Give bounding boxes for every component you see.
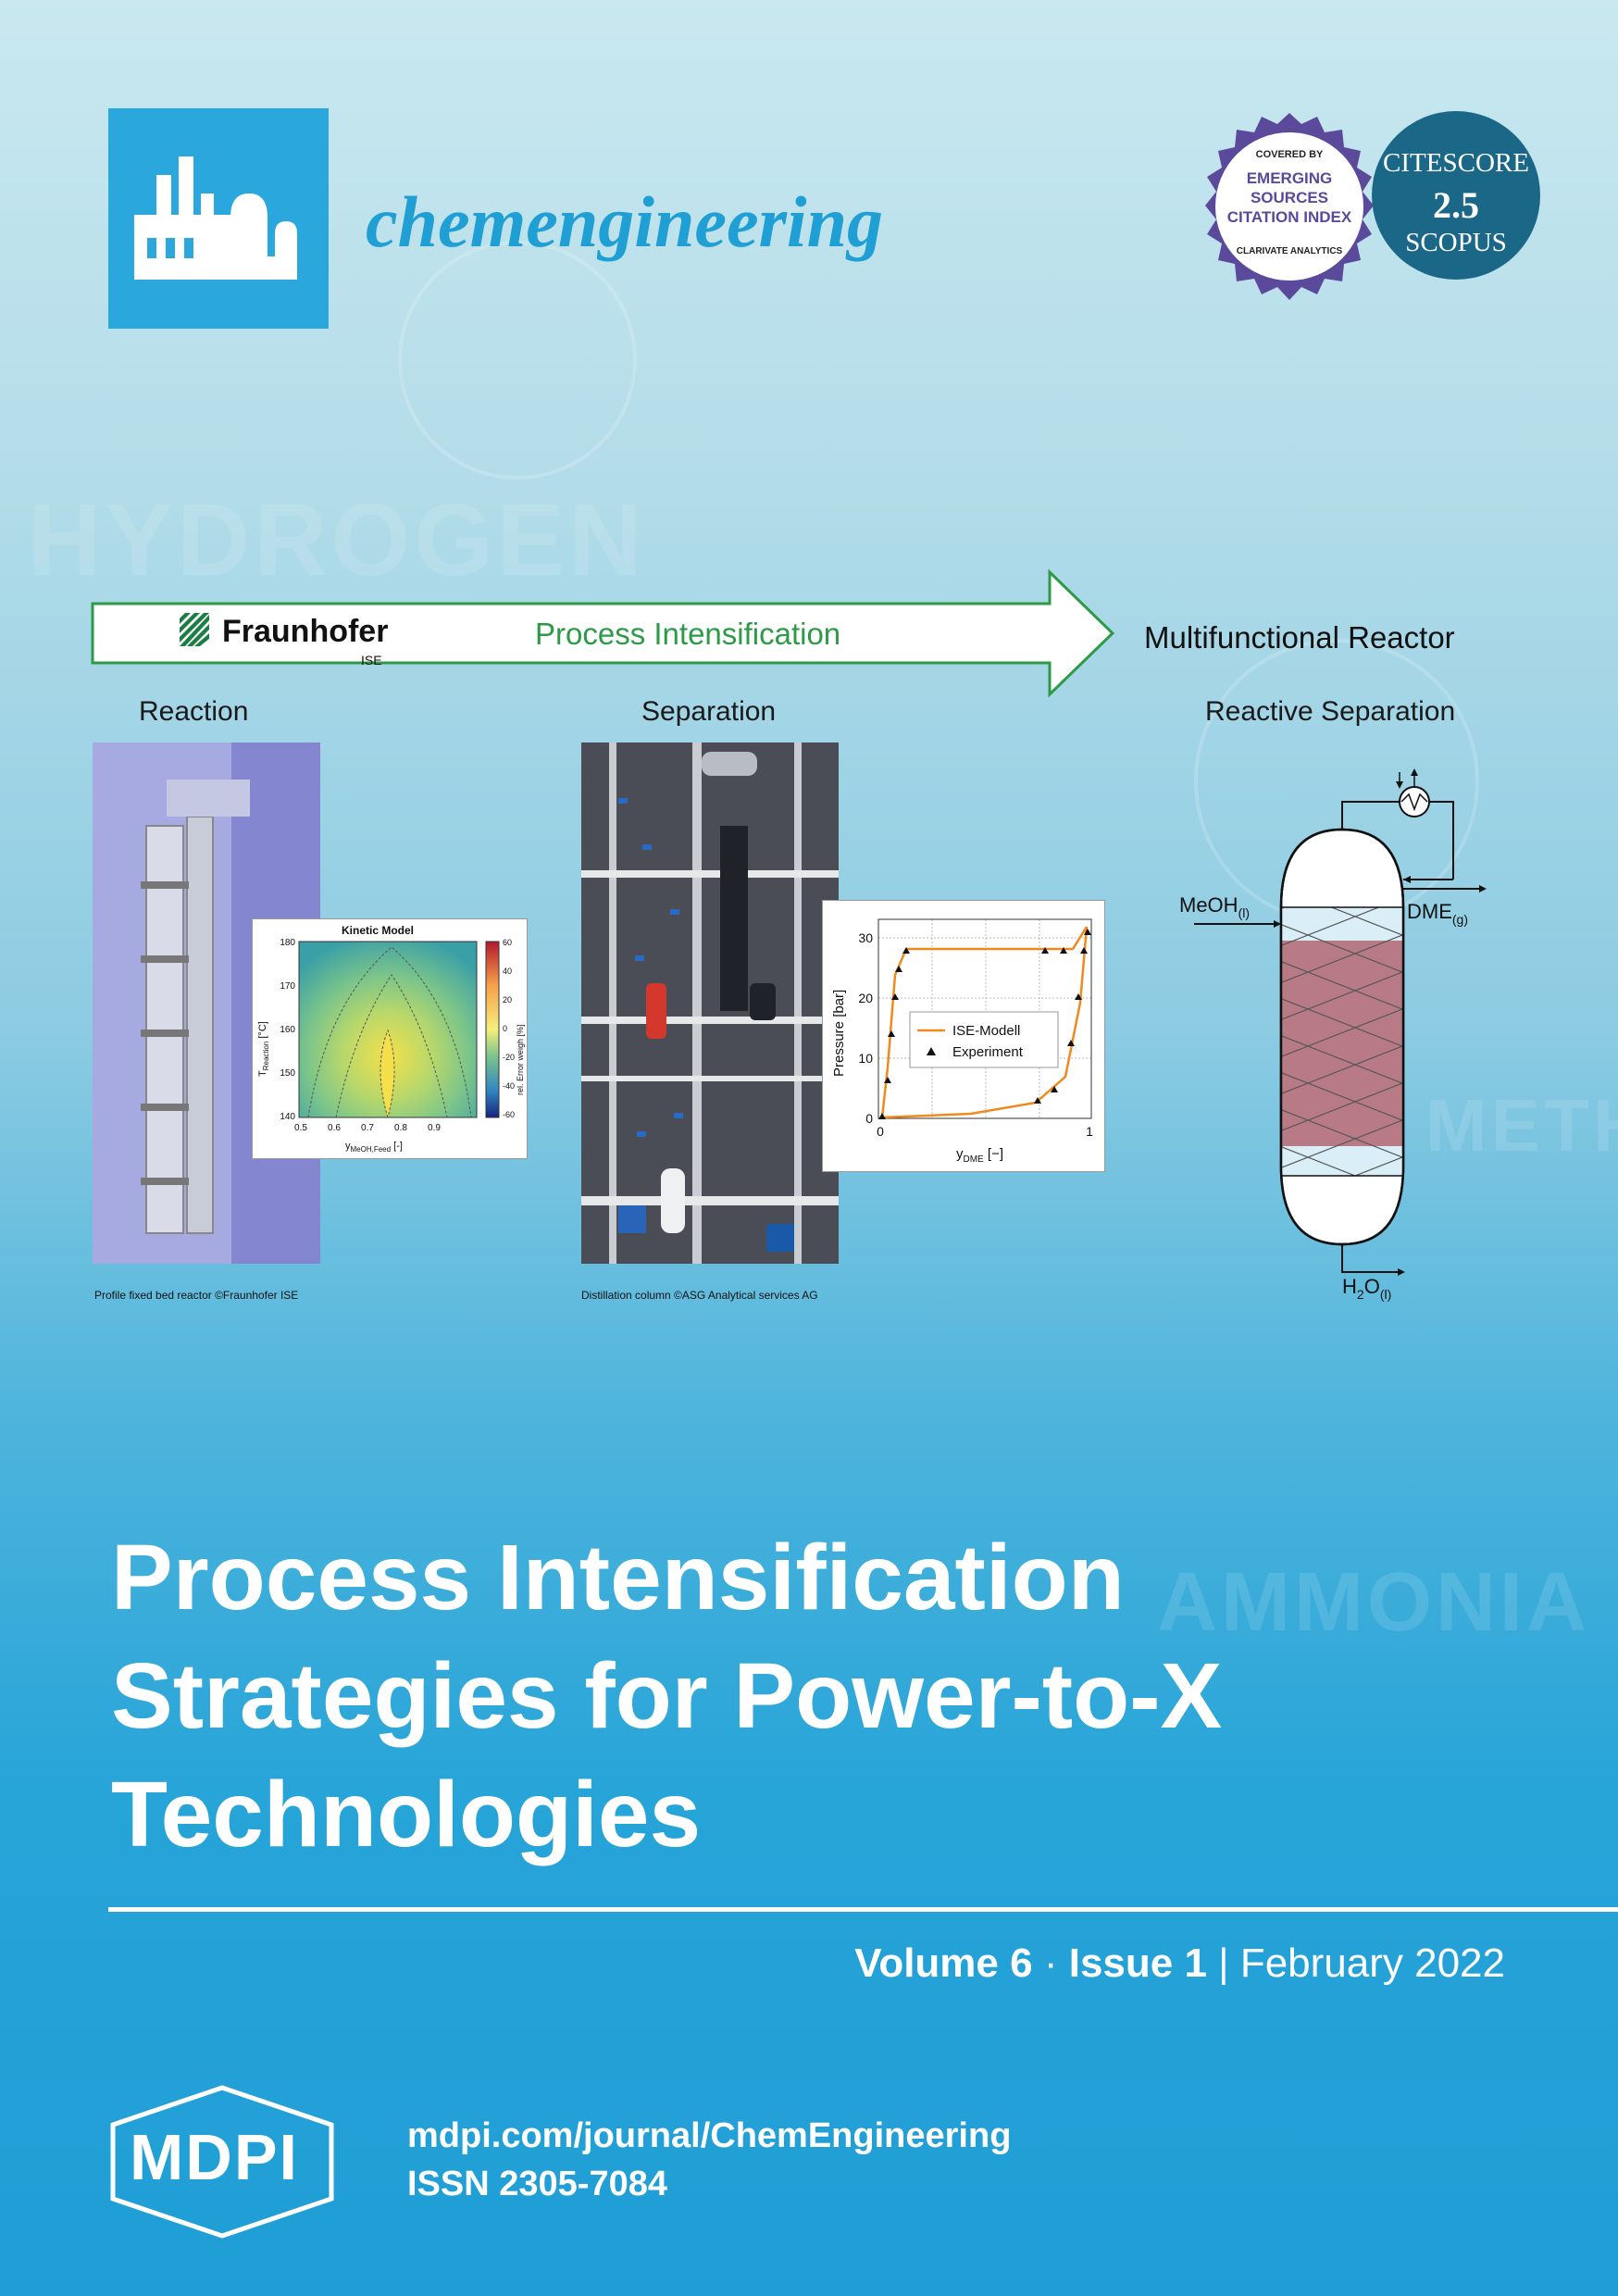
separation-label: Separation <box>641 696 777 727</box>
kinetic-ctick: 0 <box>503 1024 507 1033</box>
issue-sep: · <box>1032 1940 1069 1986</box>
process-arrow <box>91 568 1115 698</box>
mdpi-logo-icon <box>110 2085 334 2239</box>
title-line-2: Strategies for Power-to-X <box>111 1644 1223 1748</box>
kinetic-model-plot: Kinetic Model <box>252 918 528 1159</box>
esci-top-text: COVERED BY <box>1256 149 1324 160</box>
fraunhofer-wordmark: Fraunhofer <box>222 614 389 649</box>
citescore-badge: CITESCORE 2.5 SCOPUS <box>1372 111 1540 280</box>
issue-number: Issue 1 <box>1068 1940 1207 1986</box>
top-product-label: DME(g) <box>1407 900 1468 927</box>
kinetic-ytick: 180 <box>280 938 295 948</box>
title-line-1: Process Intensification <box>111 1526 1125 1629</box>
fraunhofer-sub: ISE <box>361 653 382 668</box>
kinetic-ytick: 170 <box>280 981 295 992</box>
kinetic-xlabel: yMeOH,Feed [-] <box>345 1141 403 1154</box>
vle-xtick: 1 <box>1086 1124 1093 1139</box>
background-word-hydrogen: HYDROGEN <box>28 483 646 597</box>
reactor-photo <box>93 742 320 1264</box>
citescore-label: CITESCORE <box>1383 148 1529 178</box>
vle-ylabel: Pressure [bar] <box>831 990 847 1077</box>
reactive-separation-label: Reactive Separation <box>1205 696 1456 727</box>
esci-line2: SOURCES <box>1251 189 1328 206</box>
kinetic-ctick: 20 <box>503 995 512 1004</box>
legend-model: ISE-Modell <box>952 1023 1020 1039</box>
vle-ytick: 0 <box>865 1111 873 1126</box>
condenser-icon <box>1399 786 1430 817</box>
background-word-ammonia: AMMONIA <box>1157 1556 1590 1649</box>
title-line-3: Technologies <box>111 1763 702 1866</box>
reaction-label: Reaction <box>139 696 249 727</box>
kinetic-xtick: 0.6 <box>328 1123 341 1133</box>
vle-xtick: 0 <box>877 1124 884 1139</box>
citescore-source: SCOPUS <box>1405 228 1507 257</box>
volume: Volume 6 <box>854 1940 1033 1986</box>
article-title: Process Intensification Strategies for P… <box>111 1518 1222 1874</box>
banner-text: Process Intensification <box>535 617 841 651</box>
kinetic-ctick: -20 <box>503 1053 515 1062</box>
issue-info: Volume 6 · Issue 1 | February 2022 <box>854 1940 1505 1987</box>
factory-icon <box>134 156 297 280</box>
kinetic-ctick: -60 <box>503 1110 515 1119</box>
issue-date: February 2022 <box>1239 1940 1505 1986</box>
feed-label: MeOH(l) <box>1179 893 1250 920</box>
kinetic-ylabel: TReaction [°C] <box>257 1021 270 1077</box>
kinetic-ctick: 60 <box>503 938 512 947</box>
vle-ytick: 30 <box>858 930 873 945</box>
kinetic-xtick: 0.5 <box>294 1123 307 1133</box>
journal-name: chemengineering <box>366 181 883 262</box>
kinetic-ytick: 160 <box>280 1025 295 1035</box>
kinetic-ytick: 140 <box>280 1112 295 1122</box>
esci-badge: COVERED BY EMERGING SOURCES CITATION IND… <box>1192 109 1387 304</box>
reactive-distillation-column: MeOH(l) DME(g) H2O(l) <box>1179 768 1487 1302</box>
issn: ISSN 2305-7084 <box>407 2165 667 2203</box>
reactor-photo-caption: Profile fixed bed reactor ©Fraunhofer IS… <box>94 1289 299 1302</box>
kinetic-xtick: 0.8 <box>394 1123 407 1133</box>
kinetic-xtick: 0.7 <box>361 1123 374 1133</box>
esci-line1: EMERGING <box>1247 169 1333 187</box>
distillation-photo-caption: Distillation column ©ASG Analytical serv… <box>581 1289 818 1302</box>
citescore-value: 2.5 <box>1433 184 1479 226</box>
vle-ytick: 20 <box>858 991 873 1005</box>
esci-bottom-text: CLARIVATE ANALYTICS <box>1237 246 1343 256</box>
kinetic-ctick: -40 <box>503 1081 515 1091</box>
journal-logo <box>108 108 329 329</box>
vle-xlabel: yDME [−] <box>956 1146 1003 1165</box>
triangle-marker-icon <box>927 1047 936 1055</box>
kinetic-xtick: 0.9 <box>428 1123 441 1133</box>
background-word-meth: METH <box>1425 1084 1618 1167</box>
multifunctional-reactor-label: Multifunctional Reactor <box>1144 620 1455 655</box>
kinetic-ctick: 40 <box>503 967 512 976</box>
distillation-photo <box>581 742 839 1264</box>
kinetic-ytick: 150 <box>280 1068 295 1079</box>
background-h2-circle <box>398 241 637 480</box>
journal-url[interactable]: mdpi.com/journal/ChemEngineering <box>407 2116 1012 2155</box>
issue-bar: | <box>1206 1940 1240 1986</box>
vle-ytick: 10 <box>858 1051 873 1066</box>
mdpi-wordmark: MDPI <box>130 2121 299 2193</box>
legend-experiment: Experiment <box>952 1044 1024 1060</box>
bottom-product-label: H2O(l) <box>1342 1275 1391 1302</box>
kinetic-colorbar-label: rel. Error weigh [%] <box>516 1024 525 1095</box>
fraunhofer-logo-icon <box>180 613 209 646</box>
divider <box>108 1907 1618 1912</box>
kinetic-title: Kinetic Model <box>342 924 414 937</box>
esci-line3: CITATION INDEX <box>1227 208 1352 226</box>
pressure-plot: ISE-Modell Experiment 30 20 10 0 0 1 yDM… <box>822 900 1105 1172</box>
